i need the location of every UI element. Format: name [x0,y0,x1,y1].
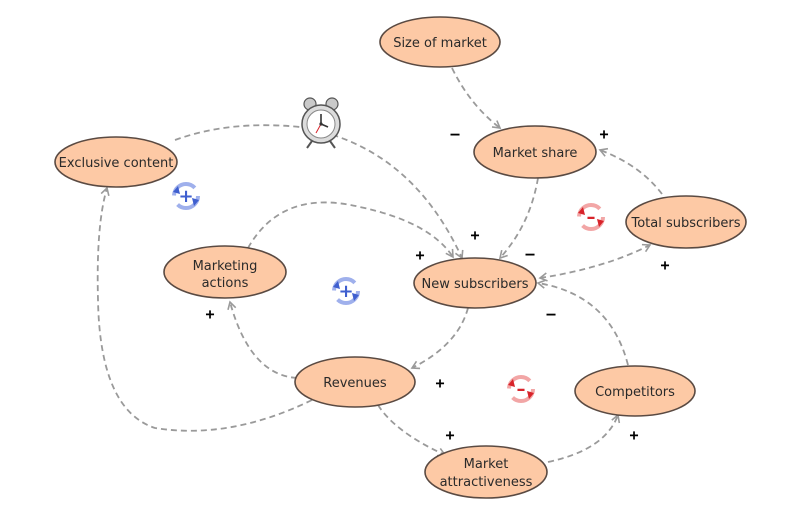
loop-sign: – [517,379,526,400]
sign-share-to-new: – [525,245,535,263]
loop-sign: + [178,186,193,207]
link-competitors-to-new [536,279,629,366]
sign-new-to-total: + [660,256,669,274]
sign-clock-to-new: + [470,226,479,244]
reinforcing-loop-icon: + [172,182,200,210]
polarity-signs: – + – + + + – + + + + [205,125,669,444]
sign-revenues-to-marketing: + [205,305,214,323]
link-new-total [538,243,652,282]
loop-sign: + [338,281,353,302]
sign-competitors-to-new: – [546,305,556,323]
link-clock-exclusive-to-new [174,124,464,260]
node-label: Competitors [595,385,675,400]
link-new-to-revenues [410,307,469,370]
node-competitors: Competitors [574,365,696,417]
node-exclusive-content: Exclusive content [54,136,178,188]
sign-new-to-revenues: + [435,374,444,392]
node-market-attractiveness: Market attractiveness [424,445,548,499]
node-label: Market share [493,146,578,161]
sign-revenues-to-attractiveness: + [445,426,454,444]
link-revenues-to-attractiveness [377,404,447,457]
sign-marketing-to-new: + [415,246,424,264]
node-label: Exclusive content [59,156,174,171]
node-marketing-actions: Marketing actions [163,245,287,299]
node-label-line2: actions [202,276,249,291]
sign-attractiveness-to-competitors: + [629,426,638,444]
node-label-line1: Marketing [193,259,258,274]
node-size-of-market: Size of market [379,16,501,68]
link-size-to-share [451,67,502,129]
loop-sign: – [587,207,596,228]
node-new-subscribers: New subscribers [413,257,537,309]
node-label: Size of market [393,36,487,51]
alarm-clock-icon [301,97,341,149]
node-revenues: Revenues [294,356,416,408]
link-total-to-share [598,147,663,195]
node-label-line2: attractiveness [440,475,533,490]
sign-total-to-share: + [599,125,608,143]
node-total-subscribers: Total subscribers [625,195,747,249]
node-market-share: Market share [473,125,597,179]
node-label: Revenues [323,376,387,391]
balancing-loop-icon: – [577,203,605,231]
link-share-to-new [498,177,539,260]
link-revenues-to-marketing [227,300,298,379]
links [96,67,663,463]
node-label-line1: Market [464,457,509,472]
node-label: Total subscribers [630,216,740,231]
balancing-loop-icon: – [507,375,535,403]
sign-size-to-share: – [450,125,460,143]
link-revenues-to-exclusive [96,186,313,432]
link-attractiveness-to-competitors [547,413,621,463]
reinforcing-loop-icon: + [332,277,360,305]
node-label: New subscribers [422,277,529,292]
